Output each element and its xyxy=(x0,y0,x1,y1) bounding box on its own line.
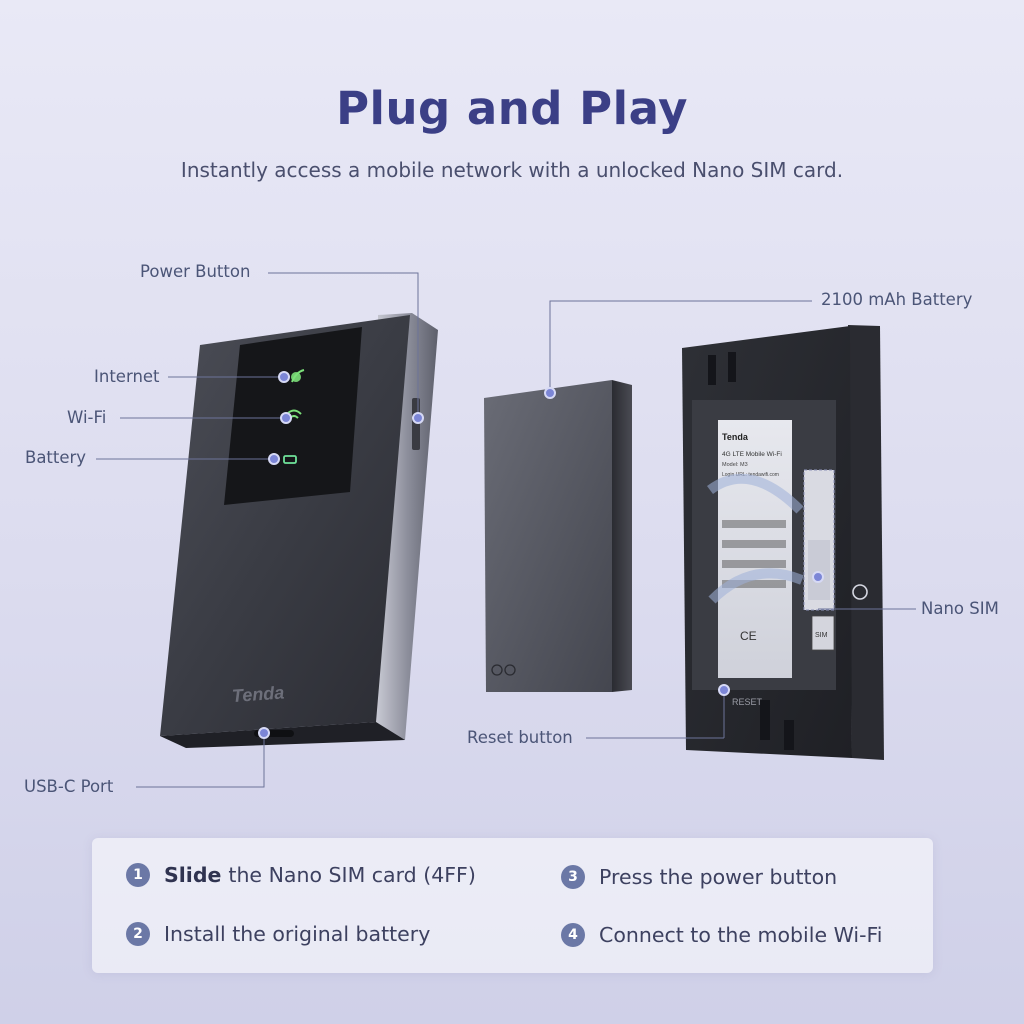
callout-reset-button: Reset button xyxy=(467,728,573,747)
callout-leaders xyxy=(96,272,916,788)
callout-nano-sim: Nano SIM xyxy=(921,599,999,618)
steps-panel: 1 Slide the Nano SIM card (4FF) 2 Instal… xyxy=(92,838,933,973)
step-text: Connect to the mobile Wi-Fi xyxy=(599,923,883,947)
label-sticker xyxy=(718,420,792,678)
vent-slot xyxy=(708,355,716,385)
callout-battery-pack: 2100 mAh Battery xyxy=(821,290,973,309)
step-1: 1 Slide the Nano SIM card (4FF) xyxy=(126,863,476,887)
sticker-barcode xyxy=(722,560,786,568)
vent-slot xyxy=(760,700,770,740)
callout-dot xyxy=(812,571,824,583)
battery-contact-plus xyxy=(504,664,516,676)
step-number-badge: 2 xyxy=(126,922,150,946)
callout-dot xyxy=(258,727,270,739)
back-side-frame xyxy=(848,325,884,760)
callout-power-button: Power Button xyxy=(140,262,251,281)
device-back: Tenda 4G LTE Mobile Wi-Fi Model: M3 Logi… xyxy=(682,325,884,760)
callout-internet: Internet xyxy=(94,367,160,386)
step-3: 3 Press the power button xyxy=(561,865,837,889)
callout-dot xyxy=(268,453,280,465)
sticker-model-line: 4G LTE Mobile Wi-Fi xyxy=(722,451,782,458)
sticker-sim-mark: SIM xyxy=(815,632,828,639)
vent-slot xyxy=(784,720,794,750)
sticker-brand: Tenda xyxy=(722,432,749,442)
callout-dots xyxy=(258,371,824,739)
sticker-barcode xyxy=(722,520,786,528)
nano-sim-card xyxy=(808,540,830,600)
internet-icon xyxy=(291,369,305,383)
press-hand-icon xyxy=(852,584,868,600)
callout-dot xyxy=(278,371,290,383)
page-subtitle: Instantly access a mobile network with a… xyxy=(180,158,844,182)
step-text: Press the power button xyxy=(599,865,838,889)
callout-dot xyxy=(718,684,730,696)
sticker-barcode xyxy=(722,540,786,548)
battery-pack xyxy=(484,380,632,692)
battery-side xyxy=(612,380,632,692)
sticker-model: Model: M3 xyxy=(722,462,748,468)
insert-arrow xyxy=(708,568,804,604)
step-number-badge: 3 xyxy=(561,865,585,889)
callout-battery: Battery xyxy=(25,448,87,467)
insert-arrow xyxy=(707,473,804,514)
page-title: Plug and Play xyxy=(336,82,688,135)
sticker-barcode xyxy=(722,580,786,588)
step-number-badge: 4 xyxy=(561,923,585,947)
callout-dot xyxy=(280,412,292,424)
device-front: Tenda xyxy=(160,313,438,748)
step-text: the Nano SIM card (4FF) xyxy=(228,863,476,887)
step-2: 2 Install the original battery xyxy=(126,922,430,946)
sticker-certification-marks: CE xyxy=(740,629,757,643)
vent-slot xyxy=(728,352,736,382)
callout-dot xyxy=(412,412,424,424)
device-brand-logo: Tenda xyxy=(231,682,285,706)
callout-wifi: Wi-Fi xyxy=(67,408,107,427)
battery-contact-minus xyxy=(491,664,503,676)
callout-dot xyxy=(544,387,556,399)
battery-led-icon xyxy=(283,455,297,464)
power-button[interactable] xyxy=(412,398,420,450)
step-4: 4 Connect to the mobile Wi-Fi xyxy=(561,923,883,947)
step-number-badge: 1 xyxy=(126,863,150,887)
sticker-reset-mark: RESET xyxy=(732,697,763,707)
step-text: Install the original battery xyxy=(164,922,431,946)
battery-face xyxy=(484,380,612,692)
step-emphasis: Slide xyxy=(164,863,222,887)
callout-usb-c-port: USB-C Port xyxy=(24,777,114,796)
sim-tray-mark xyxy=(811,615,835,651)
